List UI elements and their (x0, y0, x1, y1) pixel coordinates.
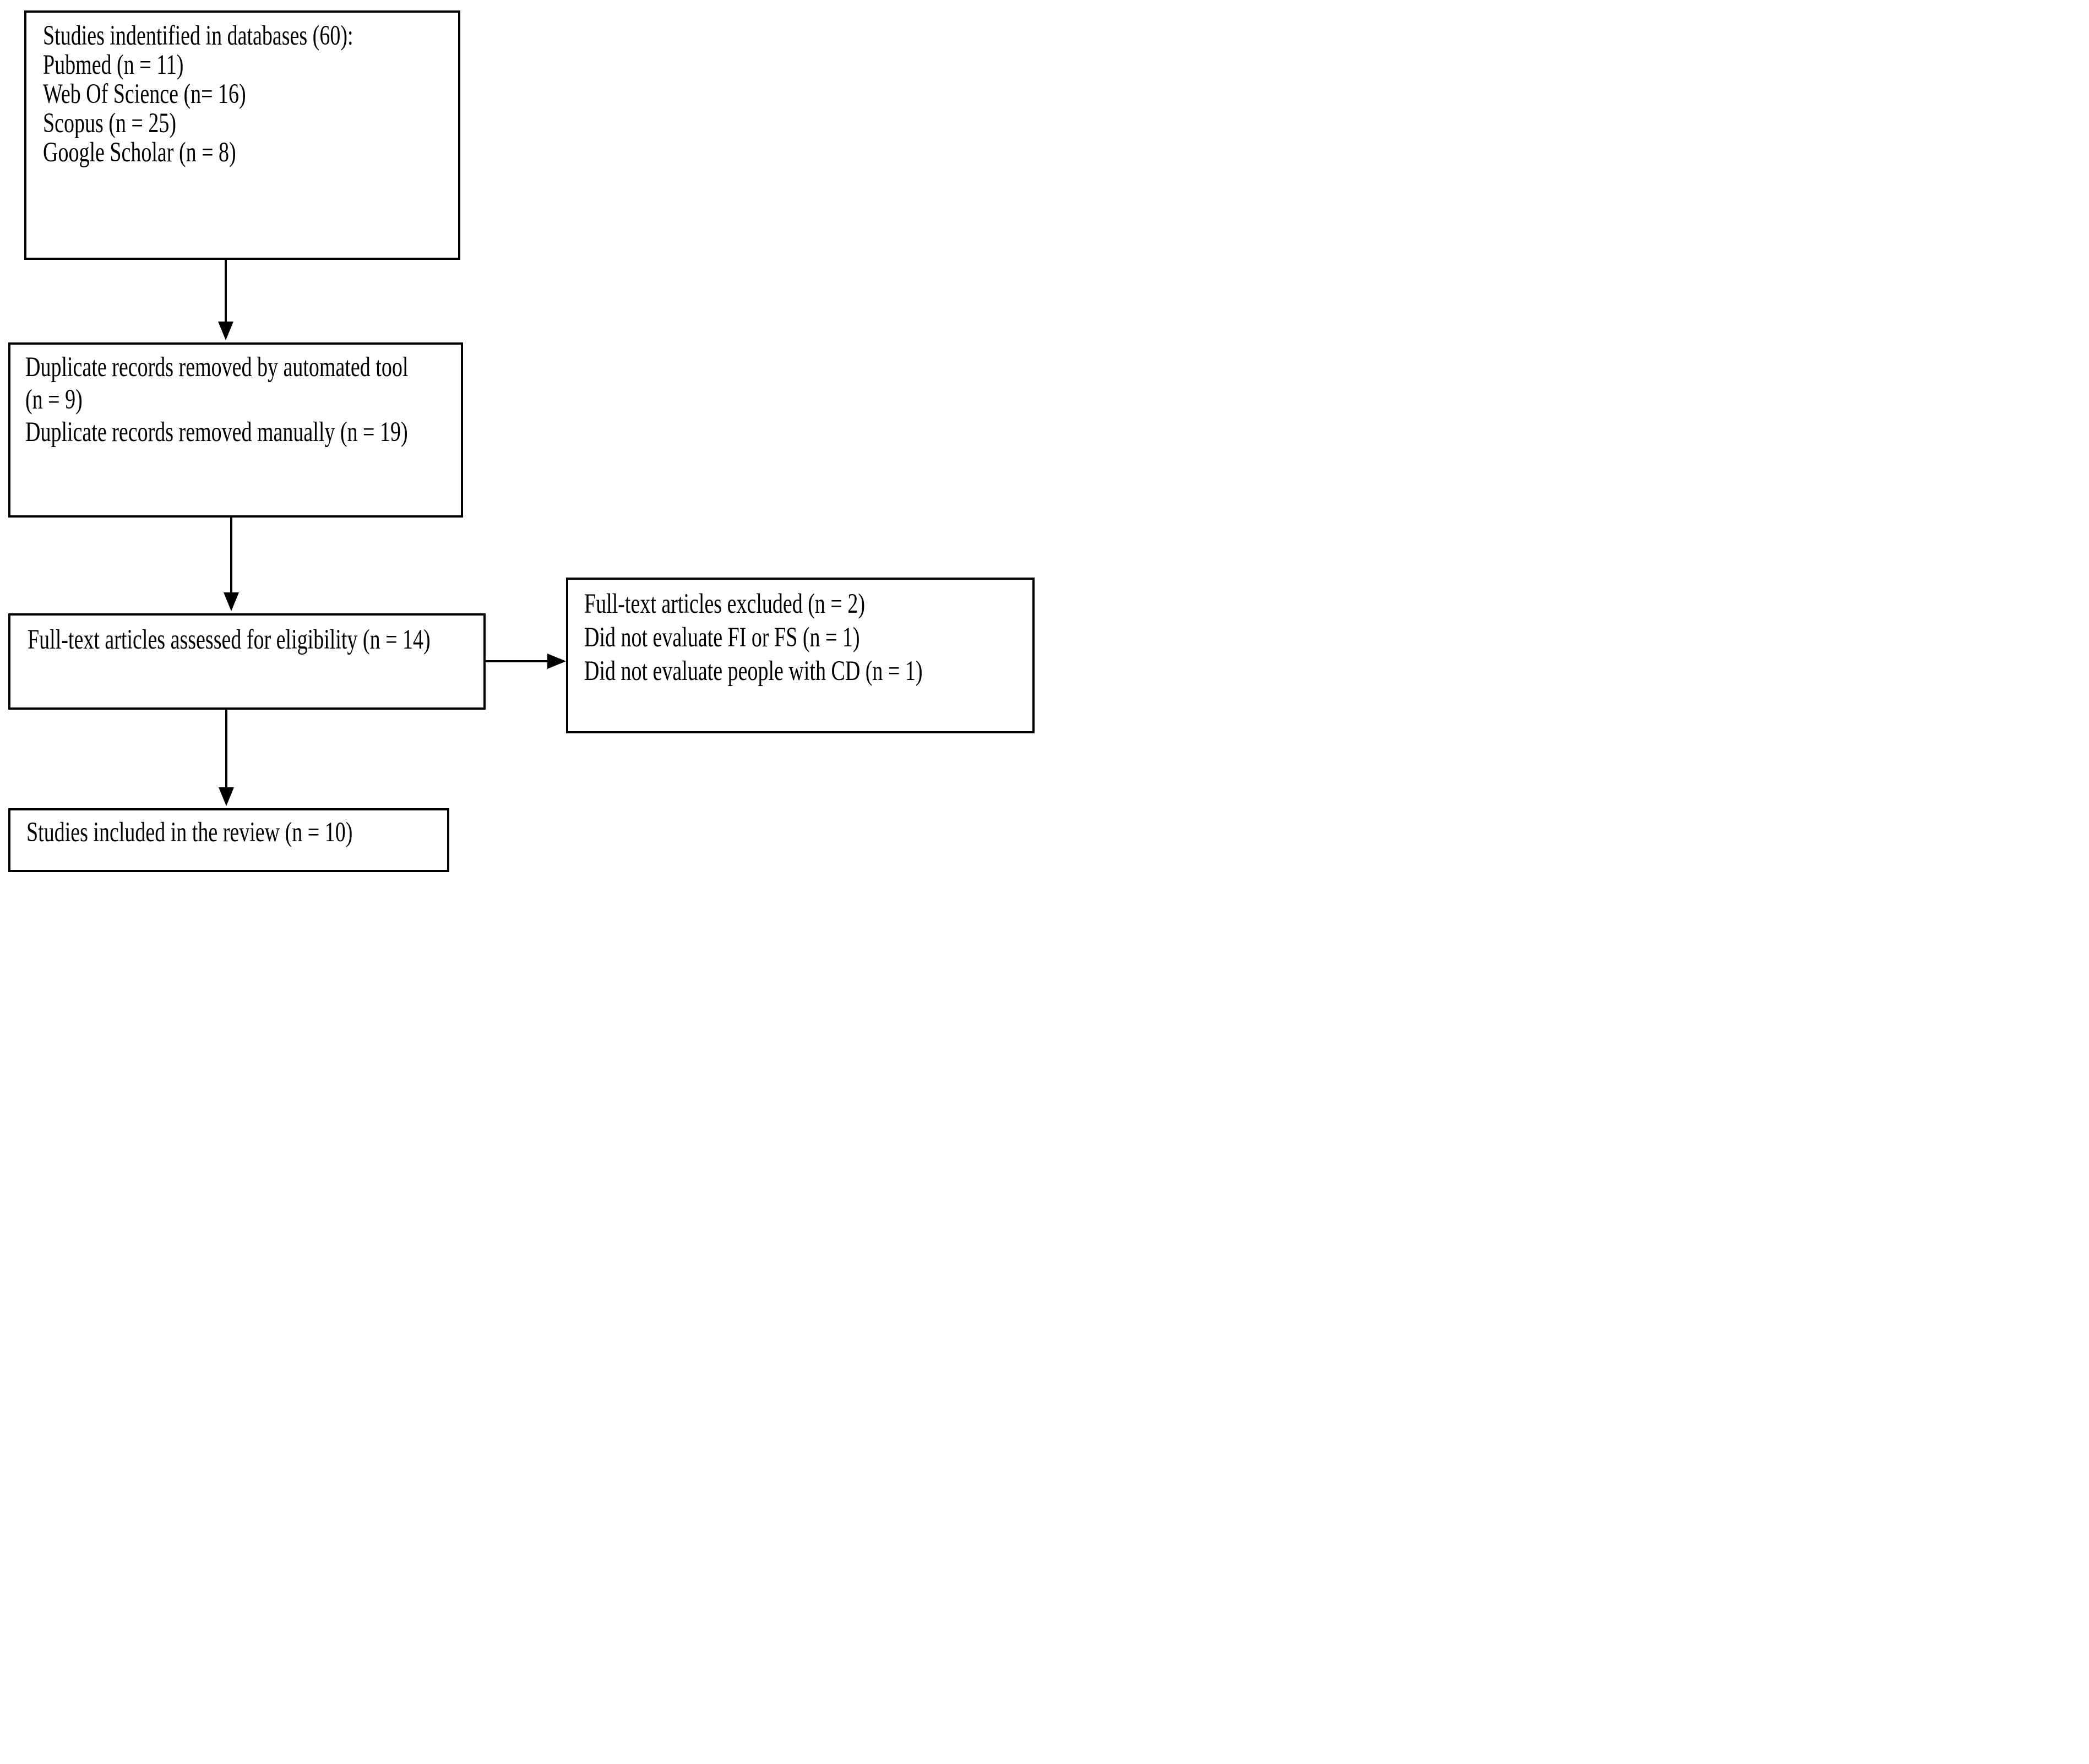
box-duplicates-removed-line: (n = 9) (25, 384, 83, 415)
flow-diagram: Studies indentified in databases (60): P… (0, 0, 1044, 882)
arrow-eligibility-to-excluded (486, 654, 566, 669)
box-included: Studies included in the review (n = 10) (8, 808, 449, 872)
arrowhead-down-icon (219, 787, 234, 806)
box-included-line: Studies included in the review (n = 10) (26, 816, 353, 848)
box-excluded: Full-text articles excluded (n = 2) Did … (566, 578, 1035, 733)
box-duplicates-removed: Duplicate records removed by automated t… (8, 342, 463, 518)
arrow-shaft (225, 260, 227, 322)
arrow-shaft (225, 710, 227, 787)
box-identification-line: Studies indentified in databases (60): (43, 20, 353, 51)
arrowhead-down-icon (218, 322, 233, 340)
box-duplicates-removed-line: Duplicate records removed manually (n = … (25, 416, 408, 448)
box-excluded-line: Did not evaluate FI or FS (n = 1) (584, 622, 860, 653)
arrow-shaft (230, 518, 232, 592)
arrow-duplicates-to-eligibility (224, 518, 239, 611)
box-identification-line: Web Of Science (n= 16) (43, 78, 246, 110)
arrowhead-right-icon (547, 654, 566, 669)
arrow-identification-to-duplicates (218, 260, 233, 340)
box-eligibility-line: Full-text articles assessed for eligibil… (28, 624, 431, 655)
box-identification-line: Scopus (n = 25) (43, 107, 177, 139)
arrowhead-down-icon (224, 592, 239, 611)
box-identification-line: Pubmed (n = 11) (43, 49, 184, 80)
box-excluded-line: Did not evaluate people with CD (n = 1) (584, 655, 923, 687)
box-duplicates-removed-line: Duplicate records removed by automated t… (25, 351, 409, 383)
box-excluded-line: Full-text articles excluded (n = 2) (584, 588, 865, 619)
arrow-shaft (486, 660, 547, 662)
box-identification-line: Google Scholar (n = 8) (43, 137, 236, 168)
box-identification: Studies indentified in databases (60): P… (24, 10, 460, 260)
box-eligibility: Full-text articles assessed for eligibil… (8, 613, 486, 710)
arrow-eligibility-to-included (219, 710, 234, 806)
